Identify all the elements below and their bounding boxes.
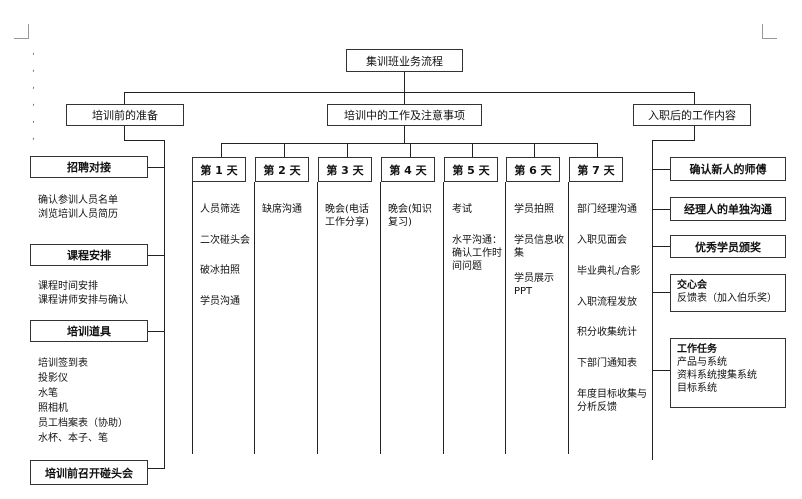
section-during-label: 培训中的工作及注意事项 — [344, 109, 465, 122]
before-item-3-title: 培训道具 — [67, 325, 111, 338]
day-6-item-3: 学员展示 PPT — [514, 273, 554, 297]
after-item-5-title: 工作任务 — [677, 344, 717, 355]
day-7-item-7: 年度目标收集与分析反馈 — [577, 389, 647, 413]
day-7-label: 第 7 天 — [577, 163, 615, 177]
day-7-item-3: 毕业典礼/合影 — [577, 266, 641, 277]
day-2-item-1: 缺席沟通 — [262, 204, 302, 215]
day-6-label: 第 6 天 — [514, 163, 552, 177]
day-5-item-1: 考试 — [452, 204, 472, 215]
day-5-item-2: 水平沟通：确认工作时间问题 — [452, 235, 502, 272]
before-item-1: 招聘对接 — [30, 156, 148, 178]
section-during: 培训中的工作及注意事项 — [327, 104, 482, 126]
after-item-3-title: 优秀学员颁奖 — [695, 240, 761, 254]
day-4-header: 第 4 天 — [381, 157, 435, 182]
before-item-4: 培训前召开碰头会 — [30, 460, 148, 485]
before-item-3-line-3: 水笔 — [38, 388, 58, 399]
section-after-label: 入职后的工作内容 — [648, 109, 736, 122]
before-item-2-line-1: 课程时间安排 — [38, 281, 98, 292]
root-label: 集训班业务流程 — [366, 54, 443, 68]
day-4-label: 第 4 天 — [389, 163, 427, 177]
day-7-header: 第 7 天 — [569, 157, 623, 182]
day-6-item-1: 学员拍照 — [514, 204, 554, 215]
section-before: 培训前的准备 — [66, 104, 184, 126]
after-item-4-line-1: 反馈表（加入伯乐奖） — [677, 293, 777, 304]
before-item-2-title: 课程安排 — [67, 249, 111, 262]
page-corner-top-left — [14, 24, 29, 39]
day-4-item-1: 晚会(知识复习) — [388, 204, 432, 228]
before-item-1-line-2: 浏览培训人员简历 — [38, 209, 118, 220]
after-item-5: 工作任务 产品与系统 资料系统搜集系统 目标系统 — [670, 338, 786, 408]
after-item-2: 经理人的单独沟通 — [670, 197, 786, 221]
section-after: 入职后的工作内容 — [633, 104, 751, 126]
day-1-item-3: 破冰拍照 — [200, 265, 240, 276]
after-item-4-title: 交心会 — [677, 280, 707, 291]
day-1-label: 第 1 天 — [200, 163, 238, 177]
day-7-item-1: 部门经理沟通 — [577, 204, 637, 215]
day-1-item-1: 人员筛选 — [200, 204, 240, 215]
day-6-item-2: 学员信息收集 — [514, 235, 564, 259]
day-6-header: 第 6 天 — [506, 157, 560, 182]
page-corner-top-right — [762, 24, 777, 39]
margin-marks: ‚‚‚‚‚‚ — [32, 47, 35, 142]
before-item-1-line-1: 确认参训人员名单 — [38, 195, 118, 206]
after-item-5-line-1: 产品与系统 — [677, 357, 727, 368]
after-item-2-title: 经理人的单独沟通 — [684, 203, 772, 216]
section-before-label: 培训前的准备 — [92, 109, 158, 122]
root-node: 集训班业务流程 — [346, 49, 463, 72]
after-item-1-title: 确认新人的师傅 — [689, 163, 767, 176]
before-item-3-line-2: 投影仪 — [38, 373, 68, 384]
before-item-1-title: 招聘对接 — [67, 161, 111, 174]
day-3-label: 第 3 天 — [326, 163, 364, 177]
before-item-2: 课程安排 — [30, 244, 148, 266]
day-5-header: 第 5 天 — [444, 157, 498, 182]
before-item-3-line-5: 员工档案表（协助） — [38, 418, 128, 429]
day-7-item-4: 入职流程发放 — [577, 297, 637, 308]
day-1-item-4: 学员沟通 — [200, 296, 240, 307]
after-item-3: 优秀学员颁奖 — [670, 235, 786, 258]
before-item-3-line-1: 培训签到表 — [38, 358, 88, 369]
day-3-item-1: 晚会(电话工作分享) — [325, 204, 369, 228]
day-7-item-6: 下部门通知表 — [577, 358, 637, 369]
before-item-3-line-4: 照相机 — [38, 403, 68, 414]
day-2-label: 第 2 天 — [263, 163, 301, 177]
day-7-item-5: 积分收集统计 — [577, 327, 637, 338]
before-item-3: 培训道具 — [30, 320, 148, 342]
day-7-item-2: 入职见面会 — [577, 235, 627, 246]
day-5-label: 第 5 天 — [452, 163, 490, 177]
day-1-header: 第 1 天 — [192, 157, 246, 182]
after-item-5-line-3: 目标系统 — [677, 383, 717, 394]
day-1-item-2: 二次碰头会 — [200, 235, 250, 246]
after-item-4: 交心会 反馈表（加入伯乐奖） — [670, 274, 786, 312]
before-item-4-title: 培训前召开碰头会 — [45, 466, 133, 480]
after-item-5-line-2: 资料系统搜集系统 — [677, 370, 757, 381]
day-3-header: 第 3 天 — [318, 157, 372, 182]
after-item-1: 确认新人的师傅 — [670, 157, 786, 181]
day-2-header: 第 2 天 — [255, 157, 309, 182]
before-item-2-line-2: 课程讲师安排与确认 — [38, 295, 128, 306]
before-item-3-line-6: 水杯、本子、笔 — [38, 433, 108, 444]
